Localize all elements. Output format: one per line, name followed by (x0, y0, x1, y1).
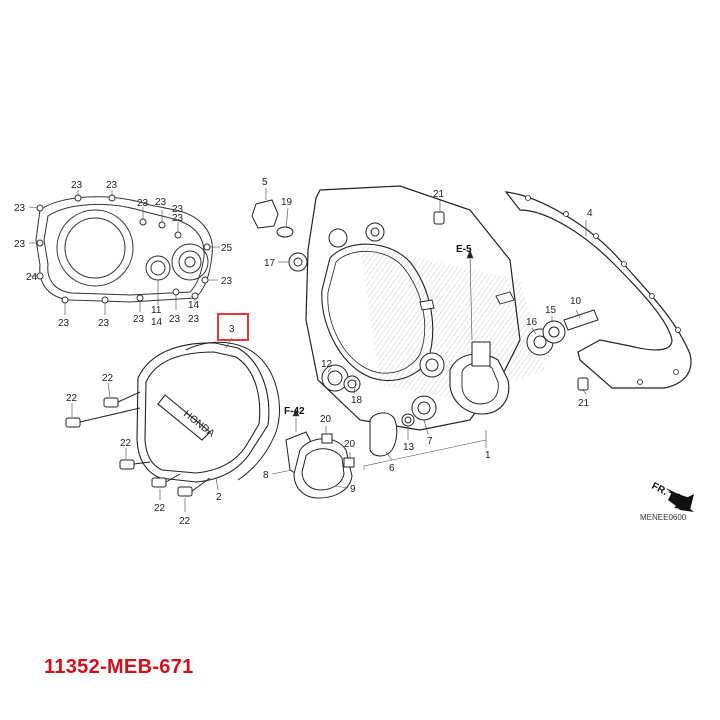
reference-e5: E-5 (456, 244, 472, 255)
callout-17: 17 (264, 258, 276, 269)
callout-23: 23 (188, 314, 200, 325)
callout-11: 11 (151, 305, 162, 316)
callout-10: 10 (570, 296, 582, 307)
small-parts (251, 199, 589, 391)
cover-bolts (65, 391, 211, 497)
callout-15: 15 (545, 305, 557, 316)
callout-23: 23 (106, 180, 118, 191)
leader-lines (225, 188, 587, 489)
callout-3: 3 (229, 324, 235, 335)
callout-22: 22 (66, 393, 78, 404)
callout-9: 9 (350, 484, 356, 495)
callout-12: 12 (321, 359, 333, 370)
callout-23: 23 (172, 204, 184, 215)
callout-21: 21 (433, 189, 445, 200)
right-cover-assembly (305, 185, 545, 431)
callout-6: 6 (389, 463, 395, 474)
callout-14: 14 (151, 317, 163, 328)
case-bolt-holes (36, 194, 211, 304)
inner-case-leaders (28, 190, 220, 315)
callout-22: 22 (179, 516, 191, 527)
callout-24: 24 (26, 272, 38, 283)
callout-23: 23 (58, 318, 70, 329)
reference-f42: F-42 (284, 406, 305, 417)
callout-16: 16 (526, 317, 538, 328)
bearing-parts (526, 309, 599, 356)
cover-gasket-3 (185, 341, 280, 481)
callout-18: 18 (351, 395, 363, 406)
gasket-bolt-holes (525, 195, 681, 385)
callout-7: 7 (427, 436, 433, 447)
diagram-code: MENEE0600 (640, 513, 687, 522)
callout-23: 23 (14, 203, 26, 214)
cover-gasket-4 (504, 191, 692, 389)
callout-21: 21 (578, 398, 590, 409)
callout-14: 14 (188, 300, 200, 311)
highlight-box (217, 313, 249, 341)
callout-22: 22 (120, 438, 132, 449)
callout-22: 22 (102, 373, 114, 384)
inner-case-view (35, 196, 213, 303)
callout-20: 20 (344, 439, 356, 450)
callout-8: 8 (263, 470, 269, 481)
callout-25: 25 (221, 243, 233, 254)
callout-23: 23 (155, 197, 167, 208)
front-direction-label: FR. (650, 481, 670, 498)
callout-2: 2 (216, 492, 222, 503)
callout-23: 23 (98, 318, 110, 329)
part-number: 11352-MEB-671 (44, 656, 194, 678)
callout-23: 23 (172, 213, 184, 224)
callout-1: 1 (485, 450, 491, 461)
callout-23: 23 (169, 314, 181, 325)
water-pump-parts (285, 364, 437, 499)
callout-19: 19 (281, 197, 293, 208)
callout-20: 20 (320, 414, 332, 425)
callout-23: 23 (133, 314, 145, 325)
callout-5: 5 (262, 177, 268, 188)
callout-23: 23 (14, 239, 26, 250)
callout-23: 23 (221, 276, 233, 287)
front-direction-arrow-icon (666, 488, 694, 512)
callout-22: 22 (154, 503, 166, 514)
clutch-cover (136, 342, 270, 483)
callout-4: 4 (587, 208, 593, 219)
callout-23: 23 (137, 198, 149, 209)
callout-23: 23 (71, 180, 83, 191)
bolt-leaders (71, 382, 219, 512)
callout-13: 13 (403, 442, 415, 453)
callout-labels: 23 23 23 23 23 23 23 23 23 23 23 23 23 2… (14, 177, 687, 527)
